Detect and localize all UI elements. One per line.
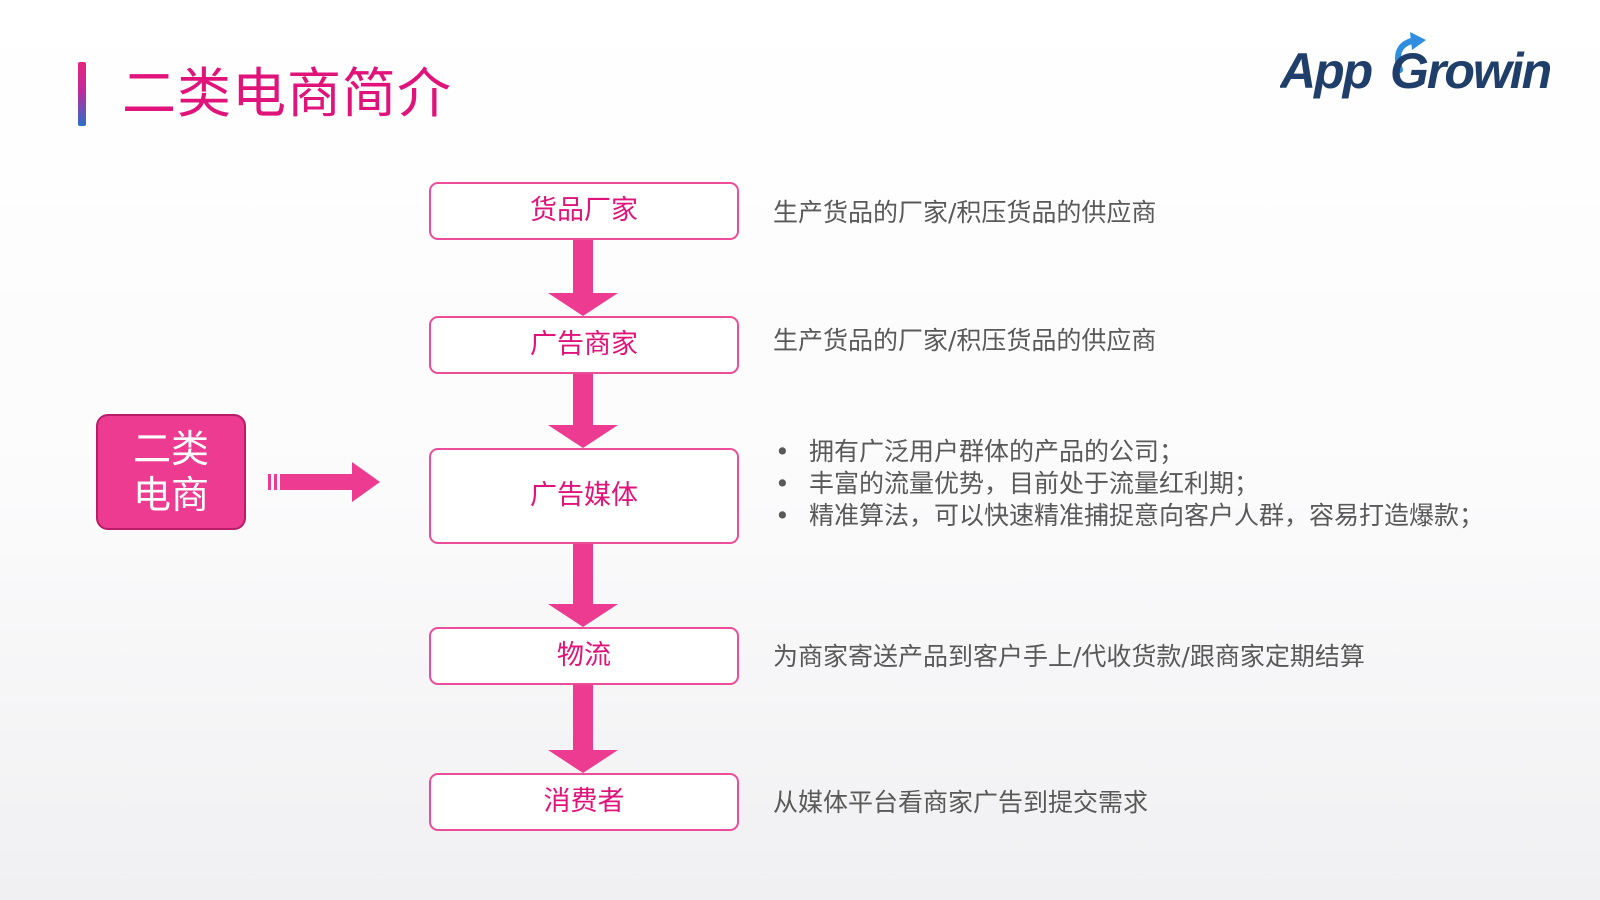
desc-ad-merchant: 生产货品的厂家/积压货品的供应商 (773, 326, 1157, 355)
title-accent-bar (78, 62, 86, 126)
node-consumer: 消费者 (429, 773, 739, 831)
svg-text:Growing: Growing (1390, 43, 1550, 99)
node-label: 物流 (557, 640, 611, 671)
svg-text:App: App (1280, 43, 1372, 99)
category-line-1: 二类 (132, 427, 209, 471)
node-logistics: 物流 (429, 627, 739, 685)
bullet-icon: • (775, 469, 790, 498)
list-item: • 精准算法，可以快速精准捕捉意向客户人群，容易打造爆款； (773, 500, 1484, 532)
down-arrow-icon (548, 544, 618, 627)
bullet-icon: • (775, 437, 790, 466)
bullet-text: 精准算法，可以快速精准捕捉意向客户人群，容易打造爆款； (809, 501, 1485, 530)
node-label: 消费者 (543, 786, 625, 817)
desc-consumer: 从媒体平台看商家广告到提交需求 (773, 788, 1149, 817)
bullet-text: 丰富的流量优势，目前处于流量红利期； (809, 469, 1260, 498)
page-title: 二类电商简介 (122, 62, 452, 125)
down-arrow-icon (548, 374, 618, 448)
node-label: 广告商家 (530, 329, 638, 360)
down-arrow-icon (548, 240, 618, 316)
node-label: 货品厂家 (530, 195, 638, 226)
bullet-icon: • (775, 501, 790, 530)
down-arrow-icon (548, 685, 618, 773)
right-arrow-icon (268, 462, 380, 502)
list-item: • 拥有广泛用户群体的产品的公司； (773, 436, 1484, 468)
desc-logistics: 为商家寄送产品到客户手上/代收货款/跟商家定期结算 (773, 642, 1365, 671)
list-item: • 丰富的流量优势，目前处于流量红利期； (773, 468, 1484, 500)
bullet-text: 拥有广泛用户群体的产品的公司； (809, 437, 1185, 466)
node-goods-manufacturer: 货品厂家 (429, 182, 739, 240)
node-label: 广告媒体 (530, 480, 638, 511)
node-ad-merchant: 广告商家 (429, 316, 739, 374)
category-box: 二类 电商 (96, 414, 246, 530)
desc-goods-manufacturer: 生产货品的厂家/积压货品的供应商 (773, 198, 1157, 227)
media-bullet-list: • 拥有广泛用户群体的产品的公司； • 丰富的流量优势，目前处于流量红利期； •… (773, 436, 1484, 532)
category-line-2: 电商 (132, 473, 209, 517)
node-ad-media: 广告媒体 (429, 448, 739, 544)
appgrowing-logo: App Growing (1280, 32, 1550, 99)
